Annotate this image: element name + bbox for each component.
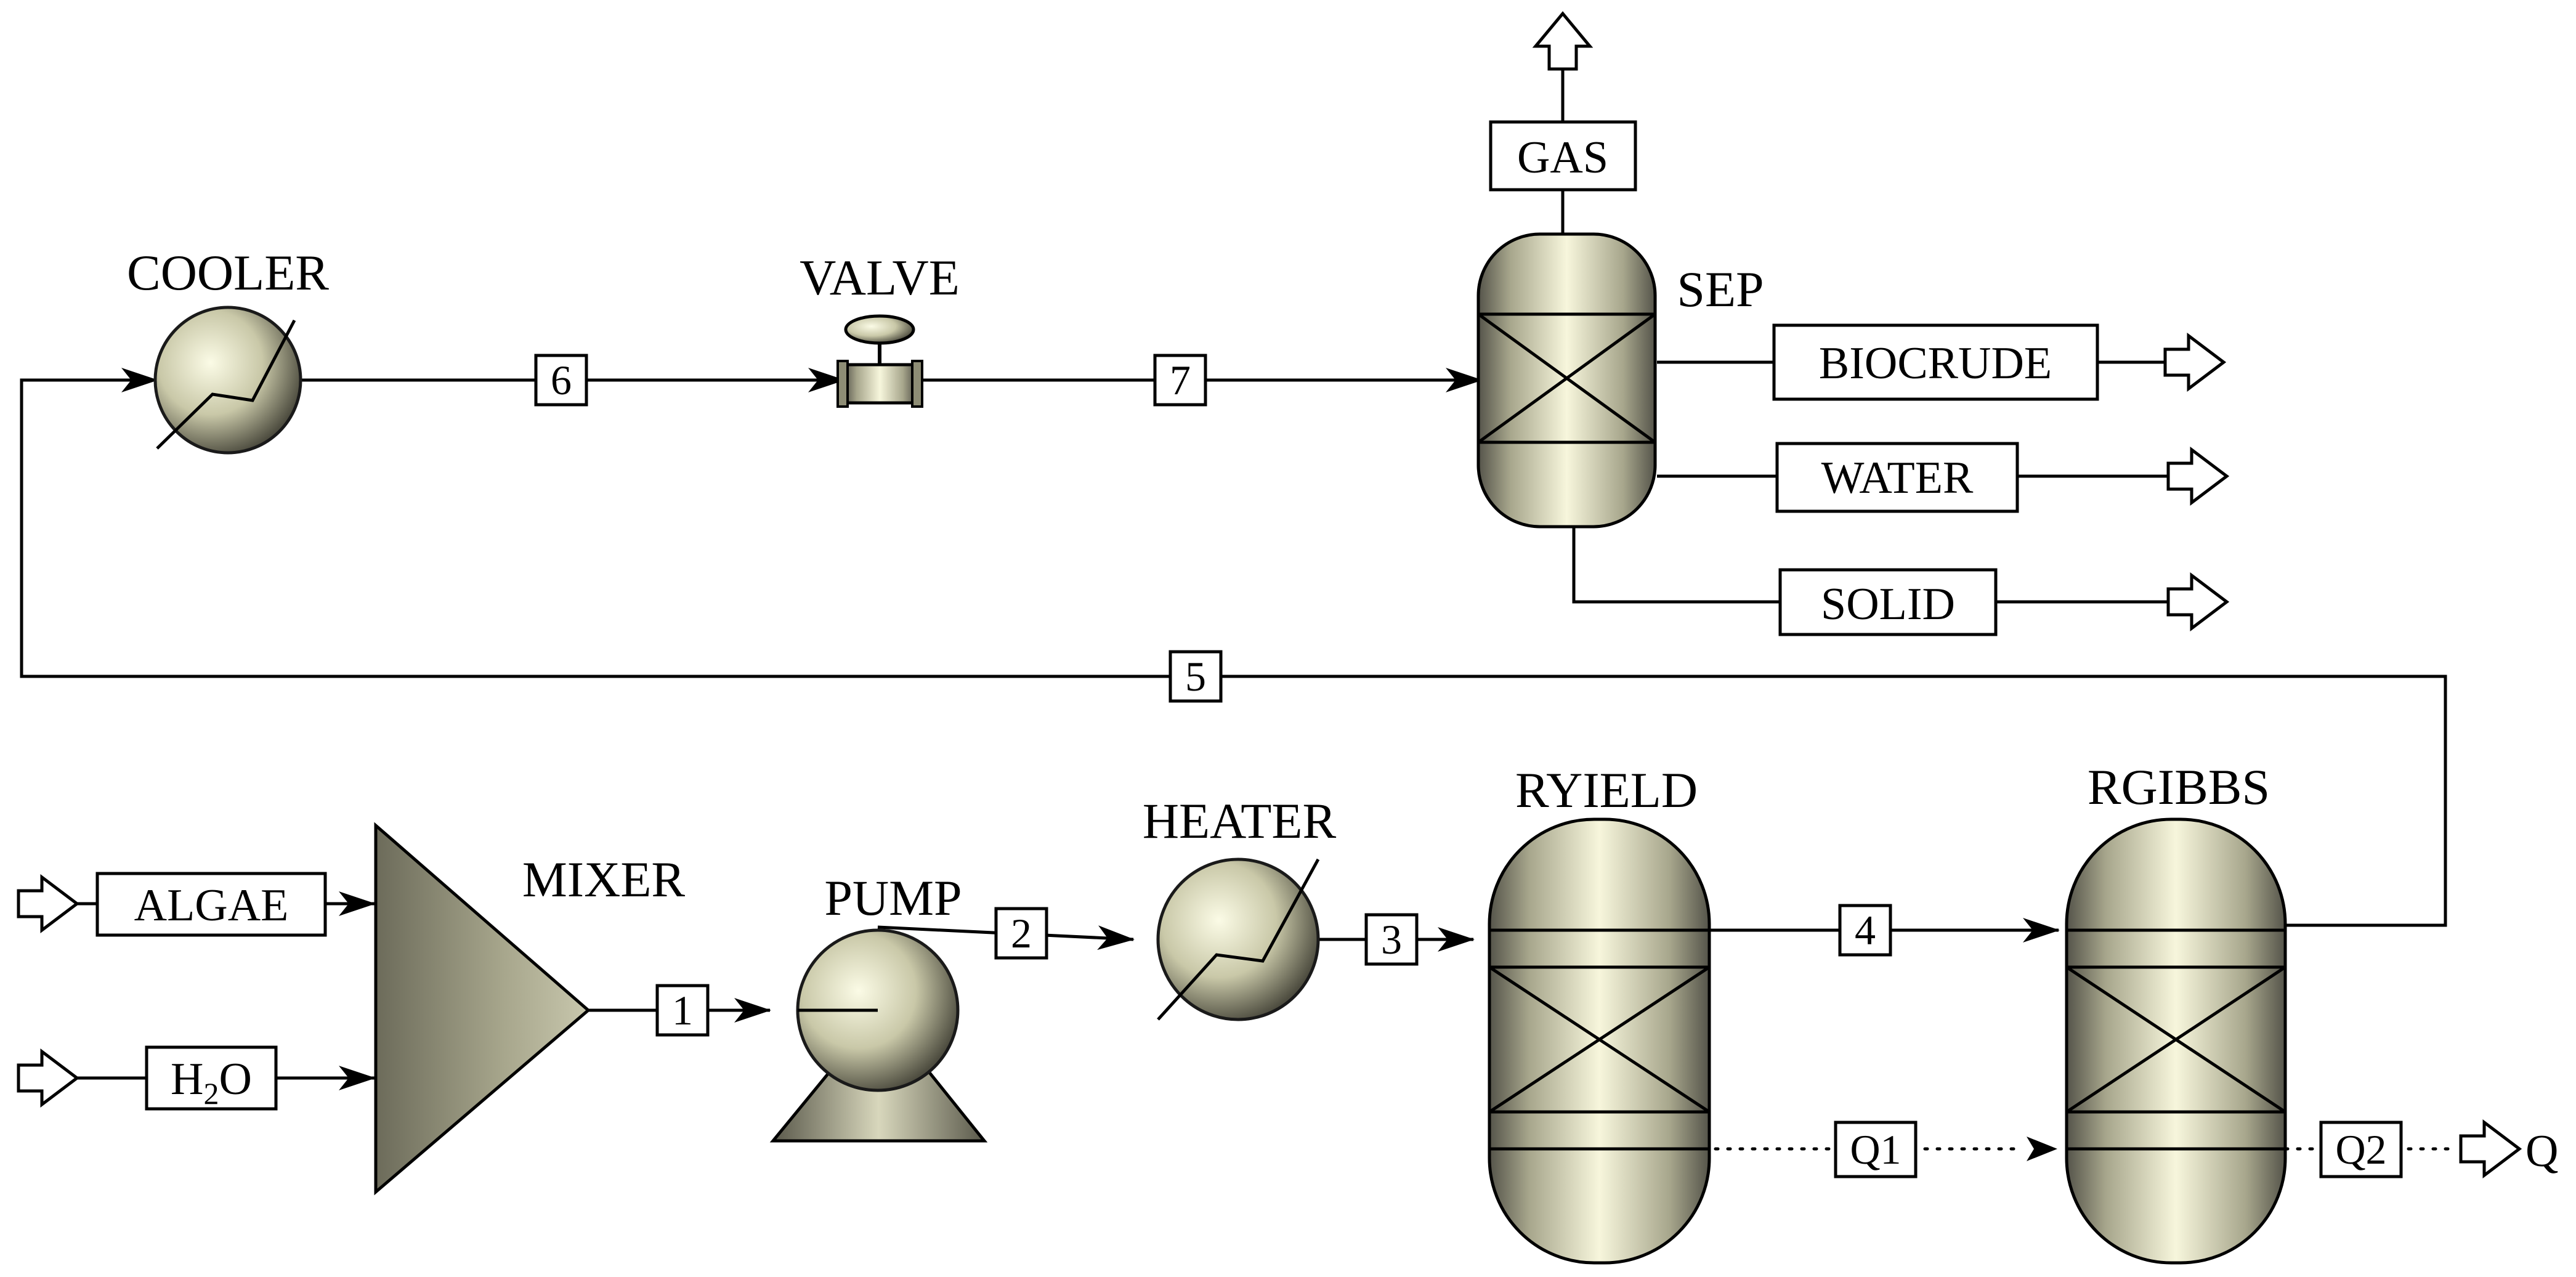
algae-label: ALGAE — [134, 880, 289, 931]
sep-unit[interactable] — [1476, 232, 1657, 529]
solid-product-arrow — [2166, 572, 2230, 632]
stream-4-label: 4 — [1855, 907, 1876, 954]
biocrude-product-arrow — [2163, 332, 2227, 392]
stream-4-tag[interactable]: 4 — [1838, 904, 1892, 957]
q2-tag[interactable]: Q2 — [2319, 1121, 2403, 1178]
water-product-tag[interactable]: WATER — [1775, 442, 2019, 513]
stream-3-tag[interactable]: 3 — [1364, 913, 1419, 966]
solid-product-tag[interactable]: SOLID — [1778, 568, 1998, 636]
stream-7-tag[interactable]: 7 — [1153, 354, 1207, 407]
stream-6-tag[interactable]: 6 — [534, 354, 588, 407]
gas-product-tag[interactable]: GAS — [1489, 120, 1637, 192]
ryield-label: RYIELD — [1515, 762, 1698, 818]
q1-label: Q1 — [1850, 1126, 1901, 1173]
water-feed-label: H2O — [171, 1054, 252, 1111]
stream-5-tag[interactable]: 5 — [1169, 650, 1223, 703]
ryield-unit[interactable] — [1488, 817, 1711, 1265]
water-feed-tag[interactable]: H2O — [145, 1045, 278, 1111]
water-product-arrow — [2166, 446, 2230, 506]
water-label: WATER — [1821, 453, 1974, 503]
q1-tag[interactable]: Q1 — [1834, 1121, 1918, 1178]
q-heat-out-arrow — [2459, 1119, 2522, 1179]
biocrude-product-tag[interactable]: BIOCRUDE — [1772, 323, 2099, 401]
stream-3-label: 3 — [1381, 916, 1402, 963]
stream-1-label: 1 — [672, 987, 693, 1034]
gas-label: GAS — [1517, 132, 1608, 183]
stream-7-label: 7 — [1170, 357, 1191, 403]
stream-1-tag[interactable]: 1 — [655, 984, 710, 1037]
q2-label: Q2 — [2335, 1126, 2386, 1173]
pump-unit[interactable] — [769, 928, 988, 1143]
valve-label: VALVE — [800, 249, 960, 306]
valve-unit[interactable] — [836, 314, 923, 408]
gas-product-arrow — [1532, 11, 1594, 71]
heater-label: HEATER — [1143, 793, 1337, 849]
cooler-unit[interactable] — [153, 306, 302, 455]
stream-2-tag[interactable]: 2 — [994, 907, 1048, 960]
solid-label: SOLID — [1821, 579, 1955, 630]
mixer-unit[interactable] — [374, 822, 591, 1196]
water-feed-arrow — [17, 1048, 80, 1108]
pump-label: PUMP — [824, 870, 962, 926]
stream-5-line[interactable] — [20, 368, 2447, 927]
cooler-label: COOLER — [127, 245, 329, 301]
mixer-label: MIXER — [522, 851, 686, 907]
rgibbs-label: RGIBBS — [2088, 759, 2270, 815]
biocrude-label: BIOCRUDE — [1819, 338, 2052, 389]
rgibbs-unit[interactable] — [2065, 817, 2287, 1265]
heater-unit[interactable] — [1156, 857, 1320, 1021]
sep-label: SEP — [1677, 261, 1764, 317]
algae-feed-tag[interactable]: ALGAE — [95, 872, 327, 937]
q1-arrowhead — [2027, 1137, 2057, 1161]
stream-6-label: 6 — [551, 357, 572, 403]
algae-feed-arrow — [17, 874, 80, 934]
q-out-label: Q — [2525, 1126, 2558, 1177]
stream-2-label: 2 — [1011, 910, 1032, 957]
stream-5-label: 5 — [1185, 653, 1206, 700]
